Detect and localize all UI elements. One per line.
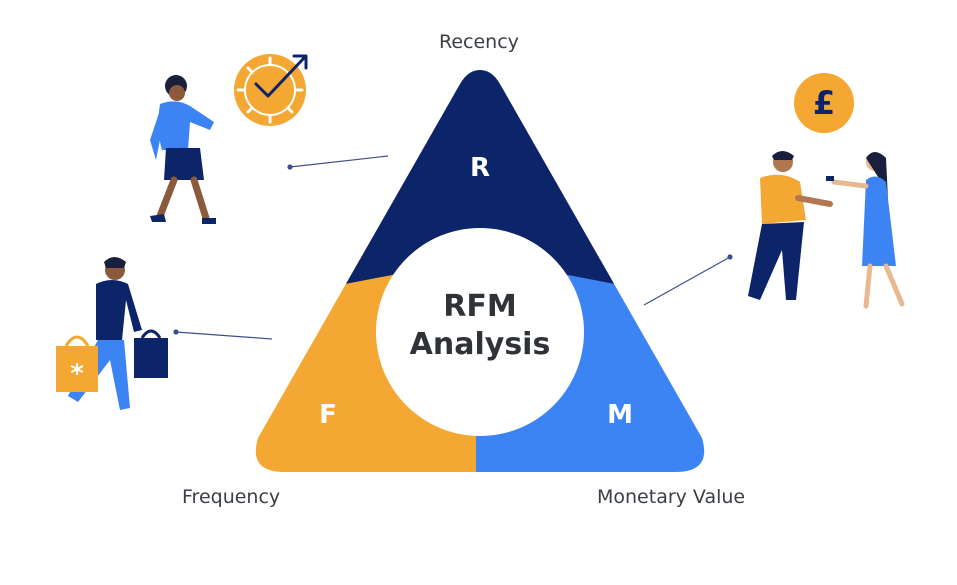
walking-person-illustration <box>150 75 216 224</box>
shopping-bags-icon <box>56 346 98 392</box>
payment-exchange-illustration <box>748 151 905 309</box>
recency-label: Recency <box>439 31 519 53</box>
svg-text:*: * <box>70 359 84 389</box>
center-title-line2: Analysis <box>409 327 551 362</box>
pound-symbol: £ <box>813 84 835 122</box>
connector-lines <box>173 155 733 340</box>
clock-icon <box>234 54 308 126</box>
frequency-letter: F <box>319 400 337 430</box>
center-title-line1: RFM <box>443 289 517 324</box>
shopper-illustration: * <box>56 257 168 410</box>
center-title: RFM Analysis <box>380 288 580 364</box>
center-circle <box>376 228 584 436</box>
recency-letter: R <box>469 153 491 183</box>
monetary-value-label: Monetary Value <box>597 486 746 508</box>
pound-coin-icon: £ <box>794 73 854 133</box>
frequency-label: Frequency <box>182 486 281 508</box>
monetary-letter: M <box>607 400 633 430</box>
